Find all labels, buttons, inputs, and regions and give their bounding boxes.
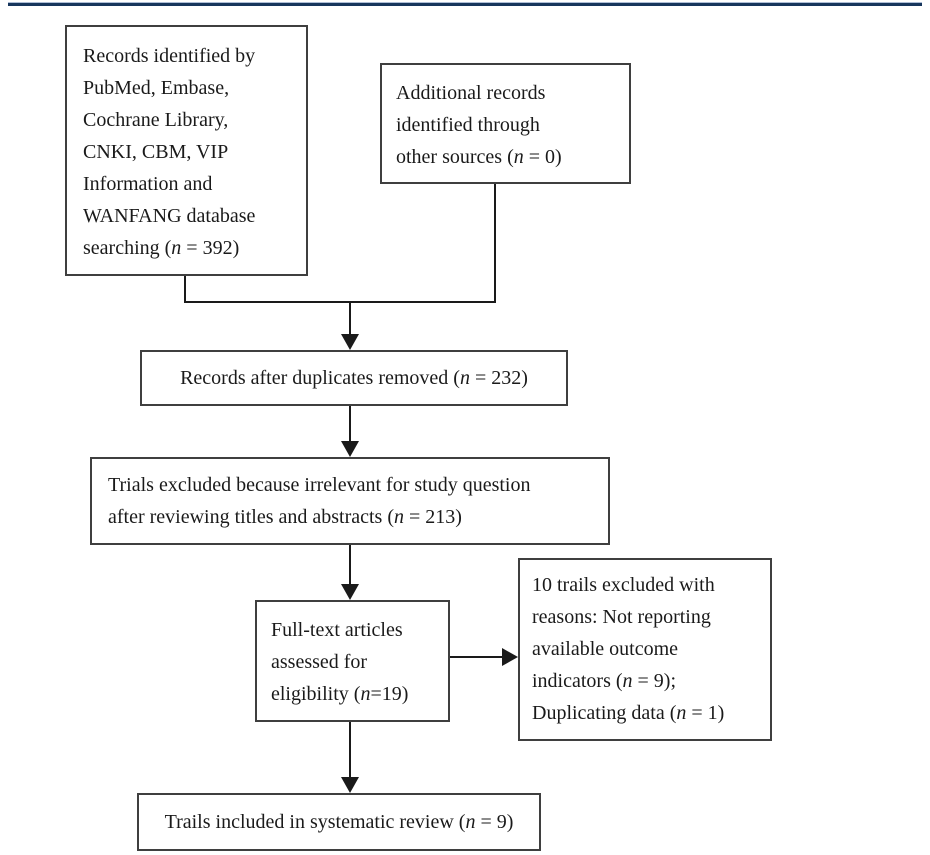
text-line: Full-text articles (271, 619, 403, 641)
text-line: after reviewing titles and abstracts (n … (108, 506, 462, 528)
box-trials-included: Trails included in systematic review (n … (137, 793, 541, 851)
text-line: PubMed, Embase, (83, 77, 230, 99)
text-line: Cochrane Library, (83, 109, 229, 131)
arrowhead-to-screening (341, 441, 359, 457)
text-line: eligibility (n=19) (271, 683, 409, 705)
text-line: searching (n = 392) (83, 237, 240, 259)
box-trials-excluded-screening: Trials excluded because irrelevant for s… (90, 457, 610, 545)
text-line: indicators (n = 9); (532, 670, 677, 692)
text-line: assessed for (271, 651, 368, 673)
text-line: WANFANG database (83, 205, 256, 227)
arrowhead-to-duplicates (341, 334, 359, 350)
text-line: reasons: Not reporting (532, 606, 711, 628)
top-border-rule (8, 2, 922, 6)
text-line: Duplicating data (n = 1) (532, 702, 725, 724)
box-trials-excluded-reasons: 10 trails excluded with reasons: Not repo… (518, 558, 772, 741)
text-line: CNKI, CBM, VIP (83, 141, 229, 163)
text-line: Records after duplicates removed (n = 23… (180, 367, 528, 389)
text-line: identified through (396, 114, 540, 136)
arrowhead-to-reasons (502, 648, 518, 666)
box-records-after-duplicates: Records after duplicates removed (n = 23… (140, 350, 568, 406)
text-line: Trials excluded because irrelevant for s… (108, 474, 531, 496)
text-line: Additional records (396, 82, 546, 104)
text-line: Trails included in systematic review (n … (164, 811, 514, 833)
text-line: other sources (n = 0) (396, 146, 562, 168)
box-records-identified: Records identified by PubMed, Embase, Coch… (65, 25, 308, 276)
text-line: 10 trails excluded with (532, 574, 715, 596)
box-additional-records: Additional records identified through othe… (380, 63, 631, 184)
box-fulltext-assessed: Full-text articles assessed for eligibilit… (255, 600, 450, 722)
arrowhead-to-fulltext (341, 584, 359, 600)
text-line: available outcome (532, 638, 679, 660)
text-line: Records identified by (83, 45, 256, 67)
arrowhead-to-included (341, 777, 359, 793)
text-line: Information and (83, 173, 213, 195)
